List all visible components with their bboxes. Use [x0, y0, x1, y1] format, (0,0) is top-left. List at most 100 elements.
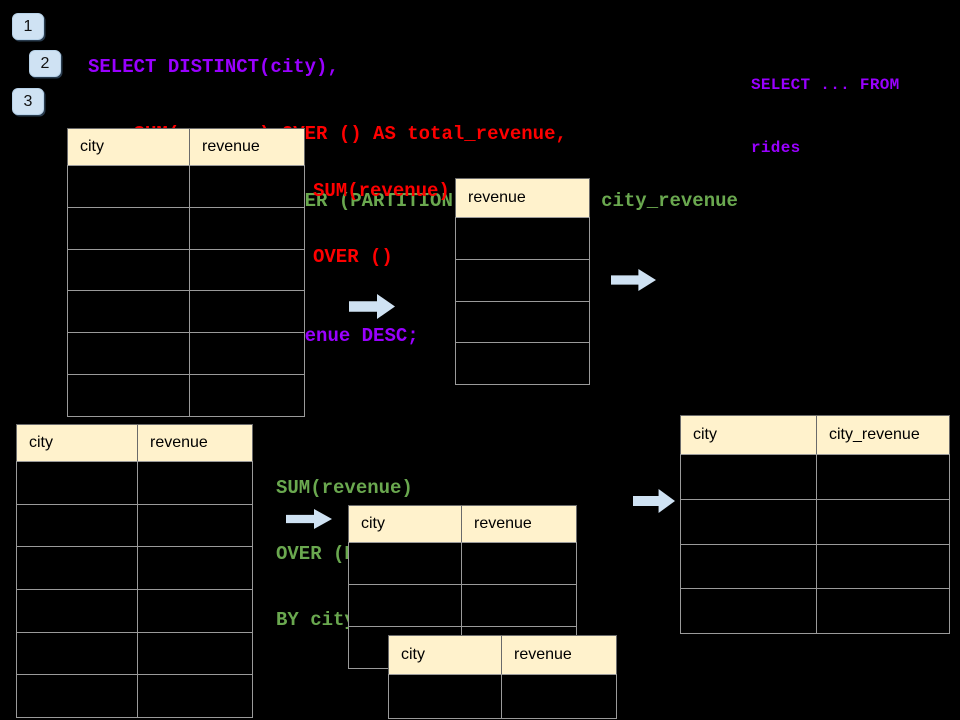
table-body: [16, 461, 253, 719]
table-cell-empty: [348, 542, 462, 585]
table-partition-overlay: city revenue: [388, 635, 617, 719]
column-header-revenue: revenue: [455, 178, 590, 218]
column-header-city: city: [16, 424, 138, 462]
label-line: SUM(revenue): [276, 477, 413, 499]
table-row: [455, 217, 590, 260]
table-cell-empty: [189, 248, 305, 292]
table-rides-source: city revenue: [67, 128, 305, 417]
table-cell-empty: [816, 454, 950, 500]
table-row: [16, 503, 253, 548]
table-cell-empty: [680, 588, 817, 634]
table-row: [680, 498, 950, 545]
label-sum-over-total: SUM(revenue) OVER (): [313, 136, 450, 312]
table-cell-empty: [461, 542, 577, 585]
table-cell-empty: [16, 546, 138, 591]
sql-line-select: SELECT DISTINCT(city),: [88, 55, 339, 78]
table-row: [680, 588, 950, 634]
table-cell-empty: [67, 374, 190, 417]
table-cell-empty: [455, 342, 590, 385]
table-row: [67, 206, 305, 250]
table-row: [16, 589, 253, 633]
note-line: rides: [751, 139, 801, 157]
table-cell-empty: [137, 631, 253, 676]
step-badge-label: 3: [23, 92, 33, 110]
table-header-row: revenue: [455, 178, 590, 218]
column-header-city: city: [67, 128, 190, 166]
label-line: SUM(revenue): [313, 180, 450, 202]
table-row: [680, 543, 950, 590]
step-badge-label: 1: [23, 17, 33, 35]
table-city-revenue-result: city city_revenue: [680, 415, 950, 634]
table-cell-empty: [816, 588, 950, 634]
column-header-revenue: revenue: [461, 505, 577, 543]
table-row: [388, 674, 617, 719]
table-row: [67, 290, 305, 334]
table-cell-empty: [67, 165, 190, 208]
table-cell-empty: [461, 584, 577, 627]
column-header-revenue: revenue: [137, 424, 253, 462]
table-cell-empty: [67, 332, 190, 376]
table-total-revenue: revenue: [455, 178, 590, 385]
table-row: [16, 461, 253, 505]
table-body: [680, 454, 950, 634]
table-cell-empty: [680, 543, 817, 590]
table-row: [16, 546, 253, 591]
table-cell-empty: [501, 674, 617, 719]
table-row: [455, 342, 590, 385]
table-cell-empty: [680, 454, 817, 500]
step-badge-3: 3: [12, 88, 44, 115]
arrow-right-icon: [633, 489, 675, 513]
table-cell-empty: [16, 461, 138, 505]
table-body: [455, 217, 590, 385]
table-cell-empty: [16, 589, 138, 633]
table-header-row: city revenue: [348, 505, 577, 543]
table-cell-empty: [137, 503, 253, 548]
table-cell-empty: [137, 546, 253, 591]
table-cell-empty: [16, 503, 138, 548]
label-line: OVER (): [313, 246, 393, 268]
table-header-row: city revenue: [388, 635, 617, 675]
table-cell-empty: [137, 461, 253, 505]
arrow-right-icon: [611, 269, 656, 291]
table-cell-empty: [455, 258, 590, 302]
note-line: SELECT ... FROM: [751, 76, 900, 94]
column-header-city: city: [348, 505, 462, 543]
table-header-row: city revenue: [16, 424, 253, 462]
table-cell-empty: [455, 300, 590, 344]
table-cell-empty: [816, 543, 950, 590]
table-row: [455, 258, 590, 302]
table-rides-source-2: city revenue: [16, 424, 253, 719]
column-header-revenue: revenue: [189, 128, 305, 166]
column-header-revenue: revenue: [501, 635, 617, 675]
table-row: [67, 248, 305, 292]
table-cell-empty: [680, 498, 817, 545]
table-cell-empty: [189, 165, 305, 208]
table-cell-empty: [67, 206, 190, 250]
arrow-right-icon: [349, 294, 395, 319]
table-row: [67, 374, 305, 417]
table-cell-empty: [16, 674, 138, 719]
column-header-city: city: [388, 635, 502, 675]
table-body: [388, 674, 617, 719]
table-row: [348, 542, 577, 585]
table-header-row: city revenue: [67, 128, 305, 166]
table-cell-empty: [67, 290, 190, 334]
table-cell-empty: [137, 674, 253, 719]
table-row: [16, 631, 253, 676]
table-cell-empty: [189, 374, 305, 417]
table-cell-empty: [816, 498, 950, 545]
table-cell-empty: [189, 332, 305, 376]
table-header-row: city city_revenue: [680, 415, 950, 455]
table-row: [67, 165, 305, 208]
table-cell-empty: [388, 674, 502, 719]
table-body: [67, 165, 305, 417]
table-cell-empty: [348, 584, 462, 627]
table-cell-empty: [67, 248, 190, 292]
table-row: [348, 584, 577, 627]
table-row: [455, 300, 590, 344]
step-badge-1: 1: [12, 13, 44, 40]
table-row: [16, 674, 253, 719]
table-cell-empty: [189, 290, 305, 334]
select-from-note: SELECT ... FROM rides: [751, 33, 900, 201]
